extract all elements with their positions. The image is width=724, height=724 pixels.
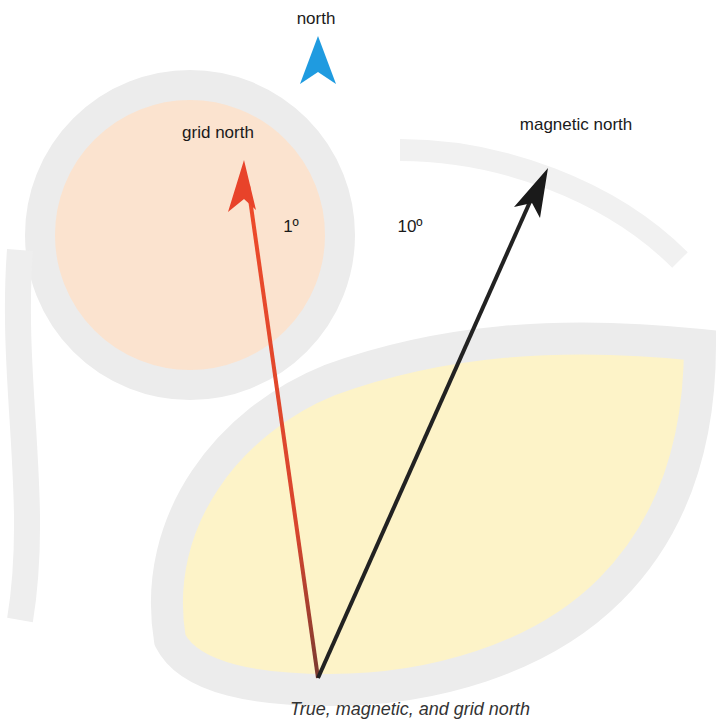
angle-label: 1º — [283, 217, 299, 237]
grid-north-arrow — [228, 160, 318, 678]
caption: True, magnetic, and grid north — [290, 699, 530, 721]
direction-label: grid north — [182, 123, 254, 143]
angle-label: 10º — [397, 217, 422, 237]
magnetic-north-arrow — [318, 168, 548, 678]
watermark — [18, 85, 700, 690]
direction-label: magnetic north — [520, 115, 632, 135]
direction-label: north — [297, 9, 336, 29]
